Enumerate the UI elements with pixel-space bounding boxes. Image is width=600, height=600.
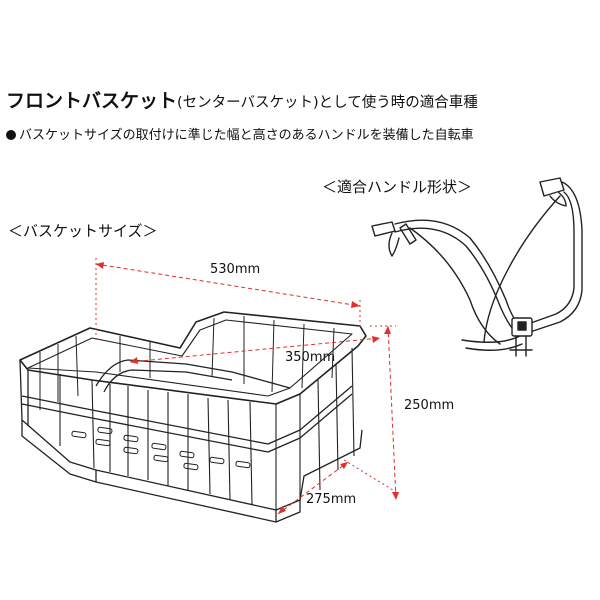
- basket-size-heading: ＜バスケットサイズ＞: [8, 222, 158, 240]
- description-text: バスケットサイズの取付けに準じた幅と高さのあるハンドルを装備した自転車: [19, 128, 474, 143]
- height-dimension-label: 250mm: [404, 398, 455, 413]
- dimension-lines: [95, 258, 397, 515]
- handle-shape-heading: ＜適合ハンドル形状＞: [322, 178, 473, 196]
- depth-dimension-label: 350mm: [285, 350, 336, 365]
- dimension-arrowheads: [96, 262, 399, 514]
- basket-icon: [19, 311, 367, 523]
- width-dimension-label: 530mm: [210, 262, 261, 277]
- description-bullet: バスケットサイズの取付けに準じた幅と高さのあるハンドルを装備した自転車: [6, 124, 596, 143]
- title-sub: (センターバスケット)として使う時の適合車種: [177, 95, 478, 111]
- bullet-dot-icon: [6, 130, 16, 140]
- title-main: フロントバスケット: [6, 90, 178, 112]
- handlebar-icon: [371, 177, 583, 357]
- bottom-dimension-label: 275mm: [306, 492, 357, 507]
- page-title: フロントバスケット(センターバスケット)として使う時の適合車種: [6, 86, 596, 113]
